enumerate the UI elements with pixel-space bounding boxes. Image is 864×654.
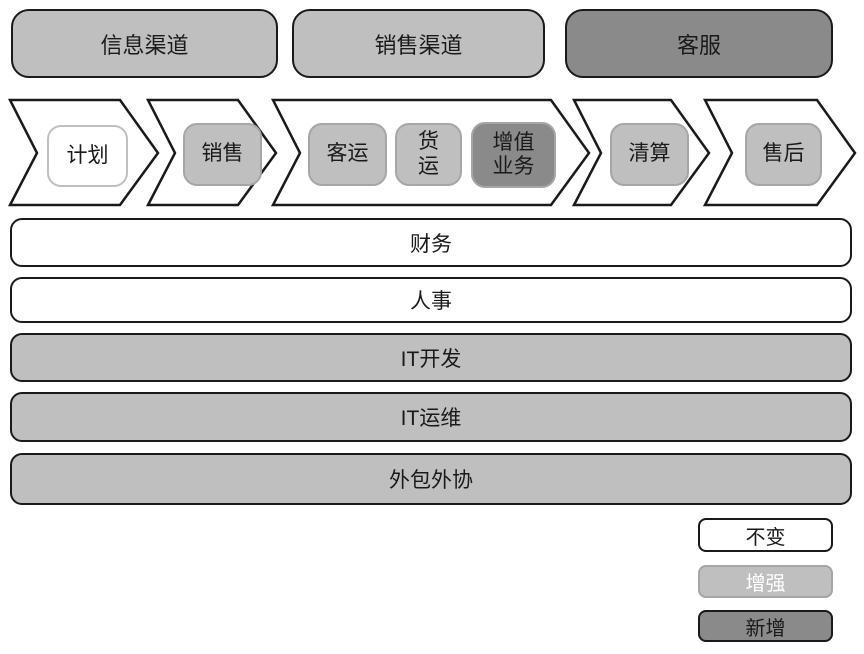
process-box-aftersales: 售后 [745,123,822,186]
process-box-clearing: 清算 [610,123,689,186]
process-box-value-added-services: 增值业务 [471,122,556,188]
channel-box-information: 信息渠道 [11,9,278,78]
legend-item-unchanged: 不变 [698,518,833,552]
channel-label: 销售渠道 [374,32,463,58]
support-bar-outsourcing: 外包外协 [10,453,852,505]
process-label: 售后 [762,142,805,166]
channel-label: 客服 [676,32,721,58]
process-label: 清算 [628,142,671,166]
support-bar-label: 人事 [410,290,452,313]
support-bar-finance: 财务 [10,218,852,267]
process-box-sales: 销售 [183,123,262,186]
support-bar-hr: 人事 [10,277,852,323]
support-bar-it-operations: IT运维 [10,392,852,442]
support-bar-label: IT开发 [400,347,462,371]
process-box-plan: 计划 [47,125,128,187]
support-bar-it-development: IT开发 [10,333,852,382]
support-bar-label: 外包外协 [389,469,473,492]
legend-label: 不变 [745,526,786,549]
process-label: 增值业务 [492,130,535,178]
channel-box-customer-service: 客服 [565,9,833,78]
process-label: 计划 [66,143,109,167]
support-bar-label: IT运维 [400,407,462,430]
process-box-freight-transport: 货运 [395,123,462,186]
legend-label: 增强 [745,573,786,595]
legend-item-new: 新增 [698,610,833,642]
process-box-passenger-transport: 客运 [308,123,387,186]
process-label: 销售 [201,142,244,166]
channel-label: 信息渠道 [100,32,189,58]
channel-box-sales: 销售渠道 [292,9,545,78]
legend-item-enhanced: 增强 [698,565,833,598]
process-label: 客运 [326,142,369,166]
legend-label: 新增 [745,617,786,640]
support-bar-label: 财务 [410,232,452,256]
process-label: 货运 [417,130,439,178]
